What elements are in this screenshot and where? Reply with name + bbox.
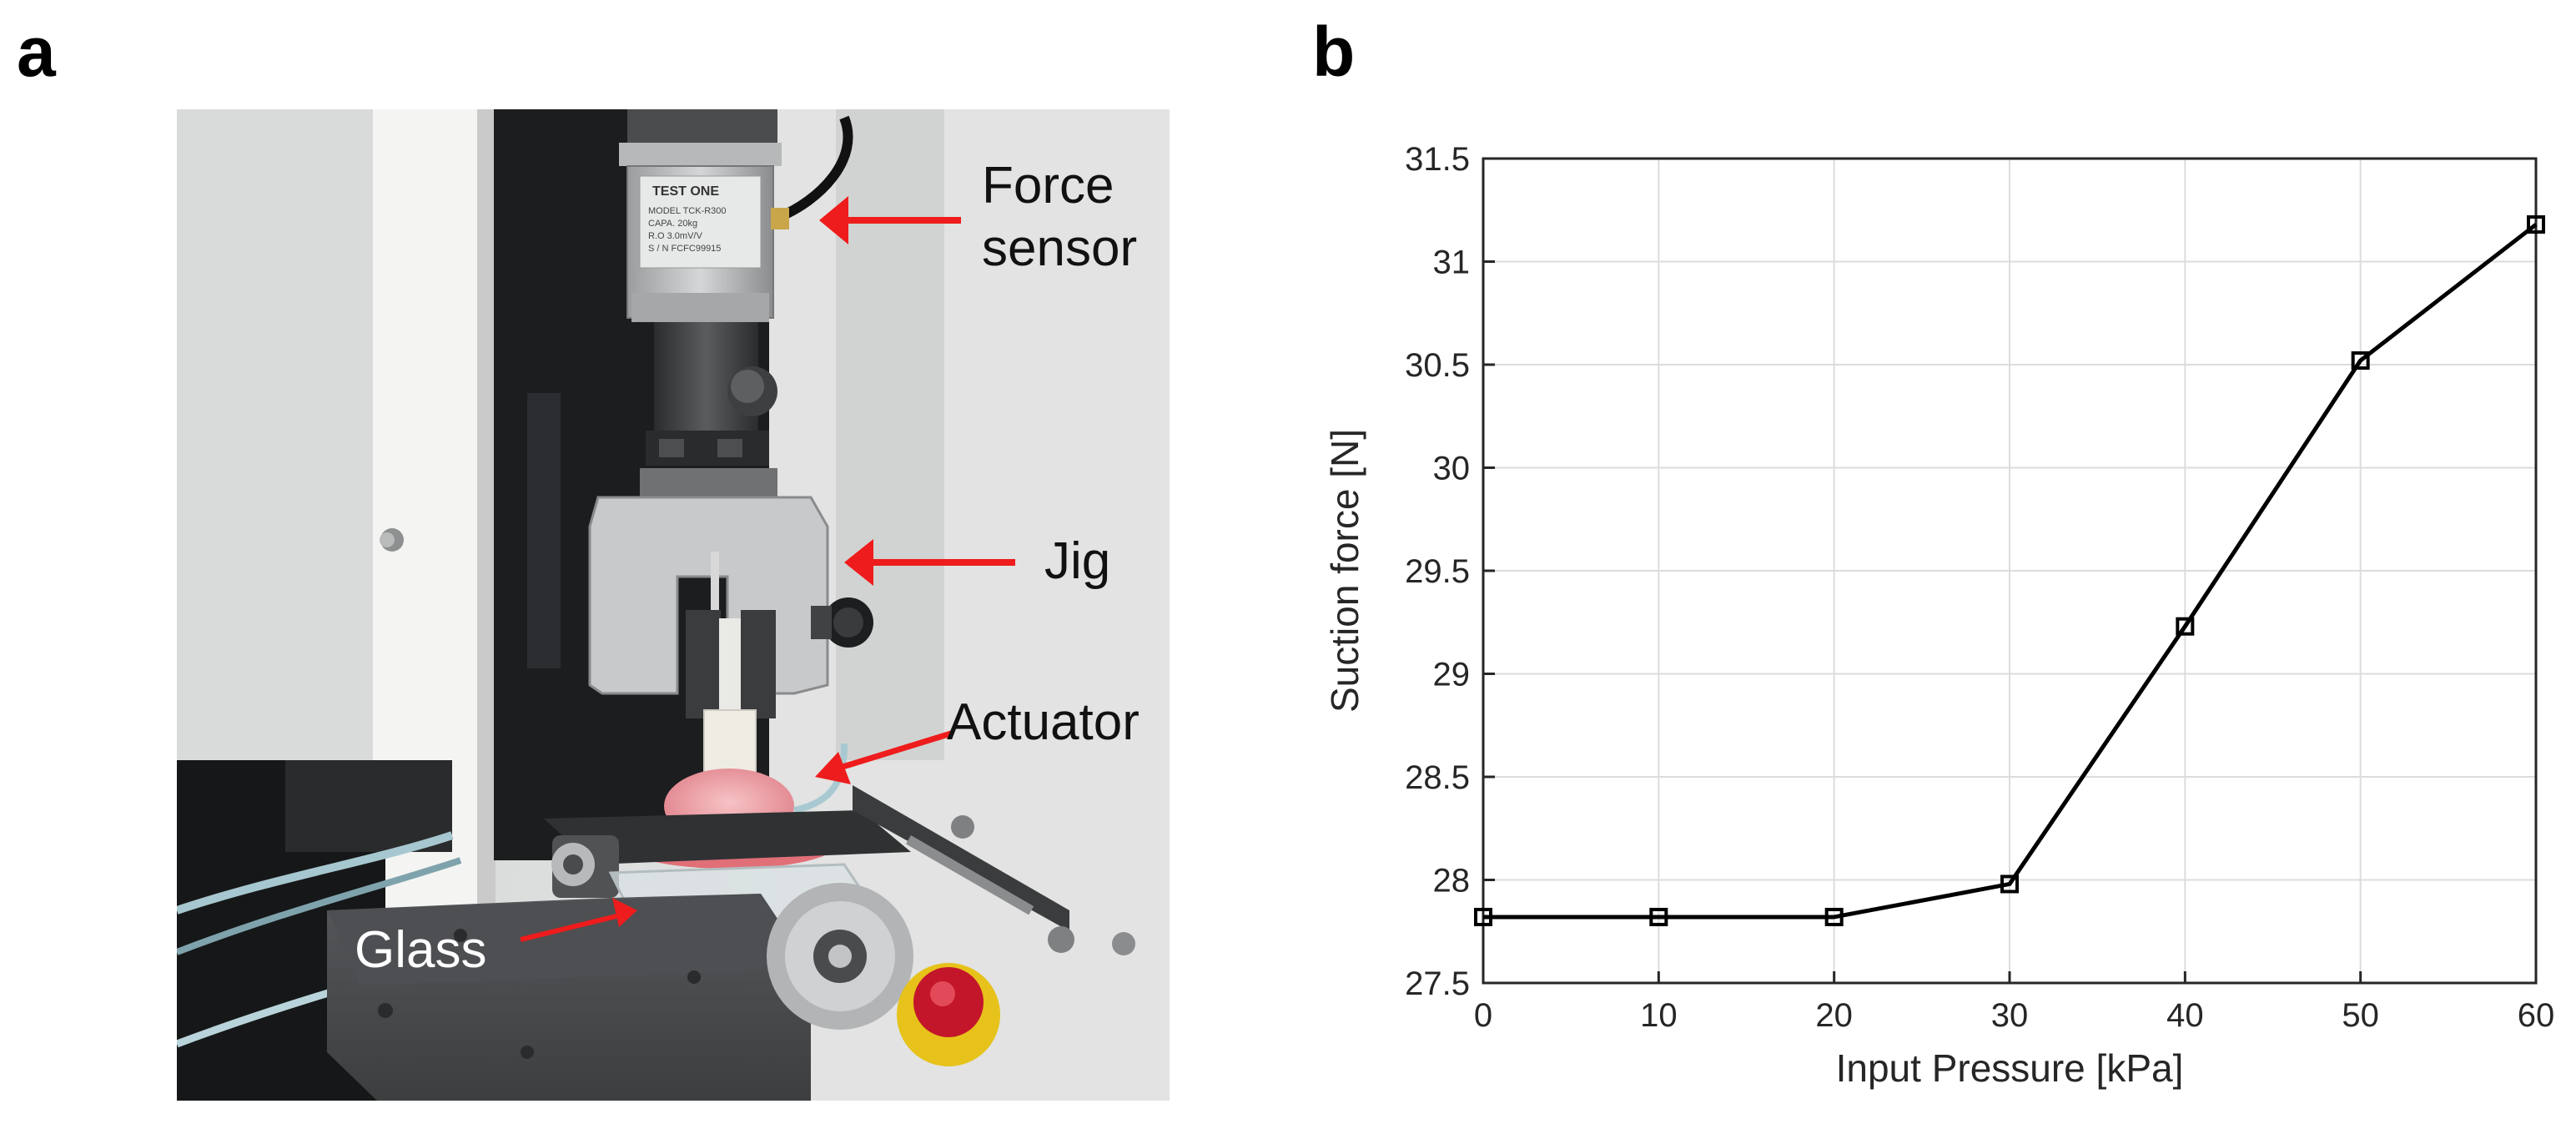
actuator-arrow [830, 730, 953, 774]
x-tick-label: 20 [1815, 997, 1853, 1034]
chart-svg: 0 10 20 30 40 50 60 27.5 28 28.5 29 29.5 30 30.5 31 31.… [1326, 141, 2554, 1090]
data-point-marker [2176, 617, 2195, 636]
y-tick-label: 29.5 [1405, 553, 1470, 590]
y-tick-label: 28.5 [1405, 759, 1470, 796]
panel-b-label: b [1312, 13, 1356, 91]
x-axis-label: Input Pressure [kPa] [1836, 1046, 2184, 1090]
y-tick-label: 31 [1433, 244, 1471, 281]
y-tick-label: 27.5 [1405, 965, 1470, 1002]
callout-force-sensor-line1: Force [982, 157, 1114, 214]
x-tick-label: 0 [1474, 997, 1492, 1034]
test-setup-photo: TEST ONE MODEL TCK-R300 CAPA. 20kg R.O 3… [177, 109, 1170, 1101]
panel-a-label: a [17, 13, 56, 91]
y-tick-label: 30 [1433, 451, 1471, 487]
data-point-marker [1649, 907, 1668, 926]
x-tick-label: 40 [2166, 997, 2204, 1034]
callout-force-sensor-line2: sensor [982, 219, 1137, 277]
y-tick-label: 30.5 [1405, 347, 1470, 384]
data-point-marker [2351, 351, 2370, 370]
sensor-plate-line: MODEL TCK-R300 [648, 206, 727, 216]
series-line [1483, 223, 2538, 920]
callout-jig: Jig [1044, 532, 1110, 590]
force-sensor-arrowhead [819, 196, 848, 244]
suction-force-chart: 0 10 20 30 40 50 60 27.5 28 28.5 29 29.5 30 30.5 31 31.… [1326, 125, 2576, 1129]
axis-ticks [1482, 157, 2538, 985]
data-point-marker [1824, 907, 1844, 926]
y-tick-label: 28 [1433, 863, 1471, 900]
y-axis-label: Suction force [N] [1326, 429, 1366, 713]
glass-arrow [520, 912, 624, 942]
y-tick-label: 29 [1433, 657, 1471, 693]
sensor-brand: TEST ONE [652, 184, 719, 199]
callout-glass: Glass [355, 921, 486, 979]
glass-arrowhead [612, 898, 637, 927]
data-point-marker [1474, 907, 1492, 926]
tick-labels: 0 10 20 30 40 50 60 27.5 28 28.5 29 29.5 30 30.5 31 31.… [1405, 141, 2554, 1034]
x-tick-label: 10 [1640, 997, 1678, 1034]
data-point-marker [2000, 874, 2019, 894]
sensor-plate-line: R.O 3.0mV/V [648, 231, 702, 241]
sensor-plate-line: CAPA. 20kg [648, 219, 697, 229]
callout-actuator: Actuator [947, 693, 1140, 751]
x-tick-label: 30 [1991, 997, 2029, 1034]
y-tick-label: 31.5 [1405, 141, 1470, 178]
sensor-plate-line: S / N FCFC99915 [648, 244, 721, 254]
series-layer [1474, 215, 2545, 926]
x-tick-label: 50 [2342, 997, 2379, 1034]
jig-arrowhead [844, 539, 873, 586]
x-tick-label: 60 [2518, 997, 2555, 1034]
data-point-marker [2527, 215, 2545, 234]
actuator-arrowhead [815, 752, 851, 784]
